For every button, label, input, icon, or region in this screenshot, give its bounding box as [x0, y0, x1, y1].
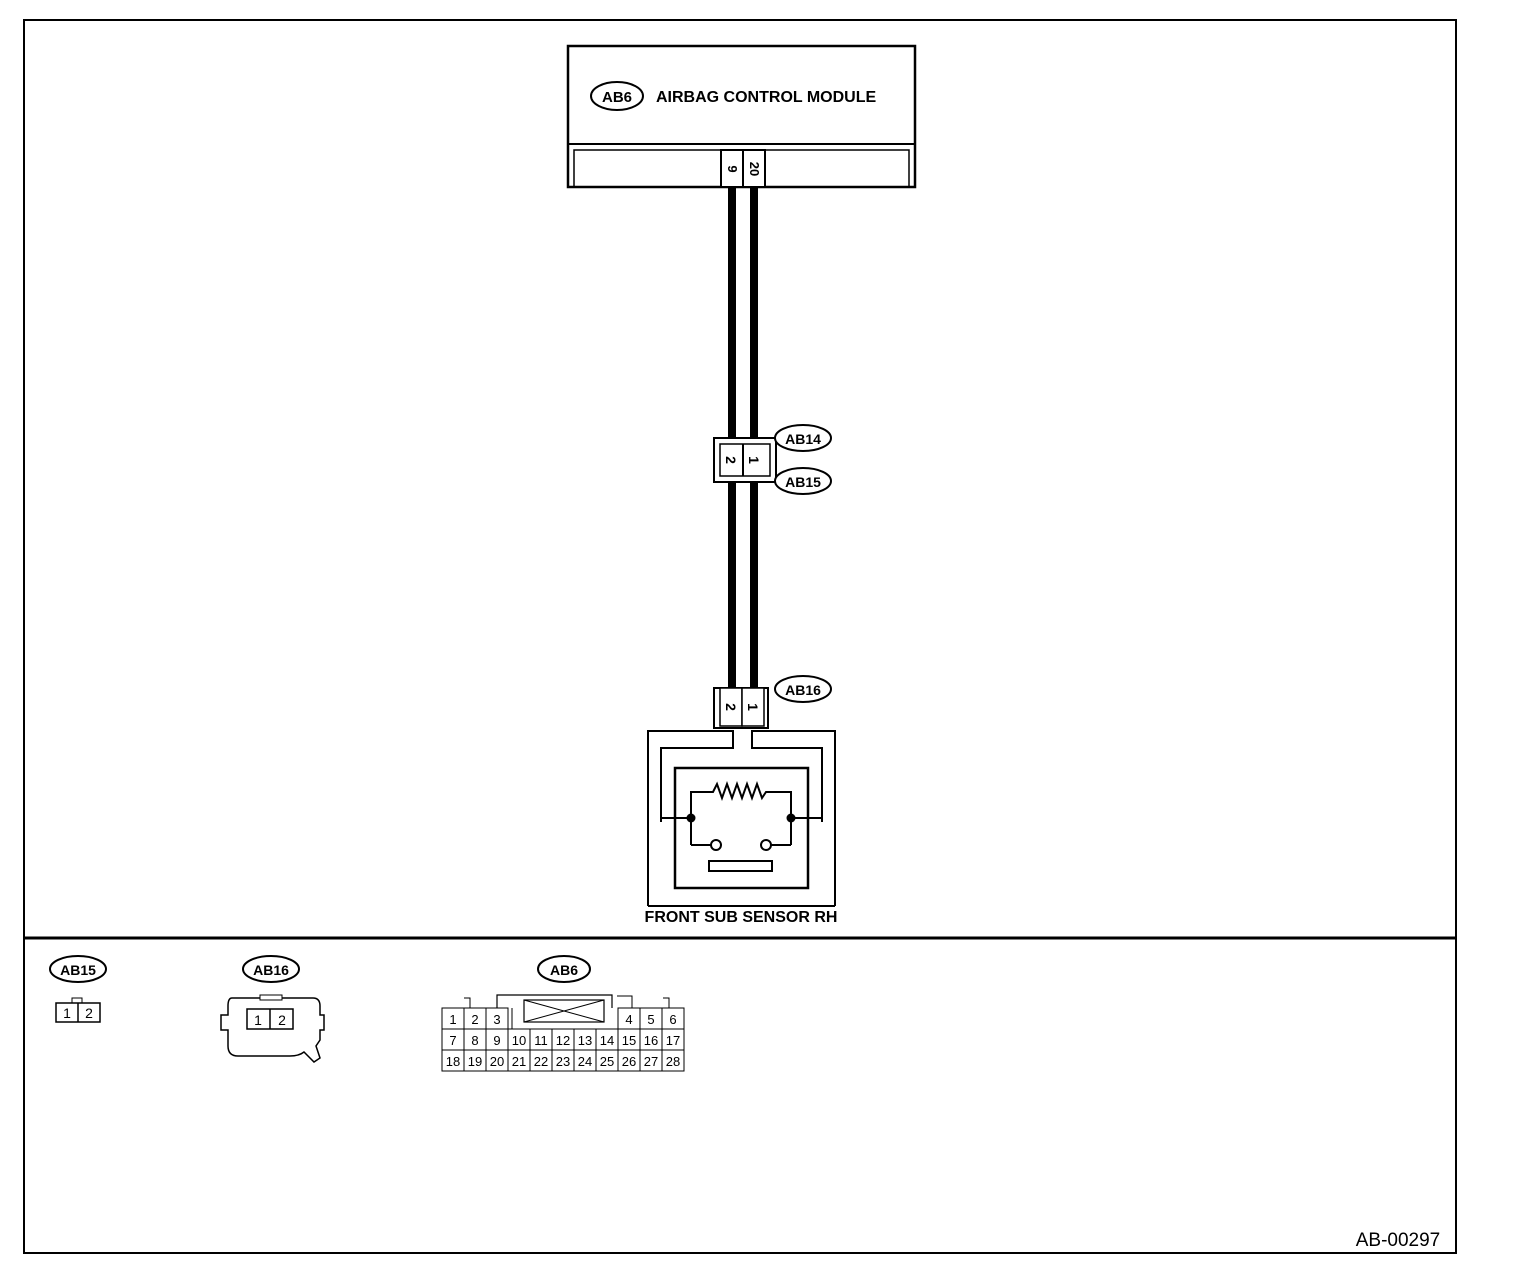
ab6-pin-label: 13 — [578, 1033, 592, 1048]
switch-bar — [708, 860, 773, 872]
figure-code: AB-00297 — [1356, 1230, 1441, 1251]
ab6-pin-label: 10 — [512, 1033, 526, 1048]
ab6-pin-cell — [661, 1049, 685, 1072]
sensor-pin-1: 1 — [745, 703, 761, 711]
airbag-control-module: AB6 AIRBAG CONTROL MODULE 9 20 — [566, 44, 917, 189]
sensor-pin-2: 2 — [723, 703, 739, 711]
ab6-pin-label: 1 — [449, 1012, 456, 1027]
ab14-tag — [774, 424, 832, 452]
diagram-frame — [23, 19, 1457, 1254]
ab6-pin-label: 25 — [600, 1054, 614, 1069]
junction-dot-left — [686, 813, 696, 823]
ab6-pin-label: 3 — [493, 1012, 500, 1027]
module-connector-tag — [590, 81, 644, 111]
ab15-tag-text: AB15 — [785, 474, 821, 490]
module-pin-20: 20 — [747, 162, 762, 176]
ab6-pin-label: 6 — [669, 1012, 676, 1027]
view-ab15-pin-2: 2 — [85, 1005, 93, 1021]
ab16-tag-text: AB16 — [785, 682, 821, 698]
view-ab6-tag — [537, 955, 591, 983]
ab6-pin-label: 26 — [622, 1054, 636, 1069]
ab6-pin-label: 24 — [578, 1054, 592, 1069]
ab6-pin-label: 14 — [600, 1033, 614, 1048]
module-name: AIRBAG CONTROL MODULE — [656, 89, 876, 106]
ab6-pin-label: 18 — [446, 1054, 460, 1069]
inline-pin-2: 2 — [723, 456, 739, 464]
ab6-pin-label: 20 — [490, 1054, 504, 1069]
connector-view-ab16: AB16 1 2 — [220, 955, 325, 1063]
view-ab15-pin-1: 1 — [63, 1005, 71, 1021]
ab6-pin-label: 27 — [644, 1054, 658, 1069]
sensor-connector-ab16: 2 1 AB16 — [713, 675, 832, 729]
view-ab15-tag-text: AB15 — [60, 962, 96, 978]
ab14-tag-text: AB14 — [785, 431, 821, 447]
ab6-pin-label: 2 — [471, 1012, 478, 1027]
ab6-pin-label: 11 — [534, 1033, 548, 1048]
view-ab16-tag-text: AB16 — [253, 962, 289, 978]
switch-contact-right — [760, 839, 772, 851]
ab15-tag — [774, 467, 832, 495]
ab16-housing — [220, 997, 325, 1063]
ab6-pin-label: 8 — [471, 1033, 478, 1048]
view-ab16-tag — [242, 955, 300, 983]
ab6-pin-label: 21 — [512, 1054, 526, 1069]
front-sub-sensor — [647, 730, 836, 907]
view-ab16-pin-1: 1 — [254, 1012, 262, 1028]
ab6-pin-label: 17 — [666, 1033, 680, 1048]
ab6-pin-label: 15 — [622, 1033, 636, 1048]
connector-view-ab15: AB15 1 2 — [49, 955, 107, 1023]
junction-dot-right — [786, 813, 796, 823]
ab6-pin-label: 19 — [468, 1054, 482, 1069]
resistor-symbol — [690, 781, 792, 818]
view-ab16-pin-2: 2 — [278, 1012, 286, 1028]
harness-wires — [728, 188, 758, 688]
ab16-tag — [774, 675, 832, 703]
ab6-pin-label: 28 — [666, 1054, 680, 1069]
module-pin-9: 9 — [725, 165, 740, 172]
ab6-pin-label: 4 — [625, 1012, 632, 1027]
ab6-pin-label: 12 — [556, 1033, 570, 1048]
ab6-pin-label: 9 — [493, 1033, 500, 1048]
ab6-pin-label: 16 — [644, 1033, 658, 1048]
ab6-pin-label: 5 — [647, 1012, 654, 1027]
ab6-pin-label: 7 — [449, 1033, 456, 1048]
switch-contact-left — [710, 839, 722, 851]
sensor-name: FRONT SUB SENSOR RH — [645, 909, 838, 926]
ab6-pin-label: 22 — [534, 1054, 548, 1069]
inline-pin-1: 1 — [746, 456, 762, 464]
ab6-pin-label: 23 — [556, 1054, 570, 1069]
view-ab6-tag-text: AB6 — [550, 962, 578, 978]
module-connector-tag-text: AB6 — [602, 89, 632, 106]
view-ab15-tag — [49, 955, 107, 983]
inline-connector-ab14-ab15: 2 1 AB14 AB15 — [713, 424, 832, 495]
